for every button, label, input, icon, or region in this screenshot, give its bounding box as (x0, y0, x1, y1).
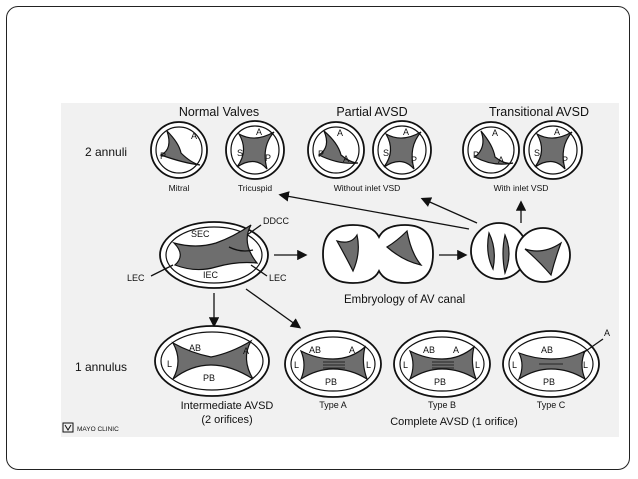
caption-type-a: Type A (319, 400, 347, 410)
partial-tricuspid-leaflet-p: P (411, 155, 417, 165)
transitional-tricuspid-leaflet-s: S (534, 148, 540, 158)
mayo-clinic-logo: MAYO CLINIC (62, 422, 119, 433)
type-a-leaflet-ab: AB (309, 345, 321, 355)
partial-tricuspid-leaflet-s: S (383, 148, 389, 158)
type-b-leaflet-l2: L (475, 360, 480, 370)
intermediate-leaflet-pb: PB (203, 373, 215, 383)
type-b-leaflet-l: L (403, 360, 408, 370)
partial-mitral-leaflet-p: P (318, 149, 324, 159)
type-c-leaflet-pb: PB (543, 377, 555, 387)
partial-mitral-leaflet-a2: A (343, 154, 349, 164)
caption-with-inlet-vsd: With inlet VSD (494, 183, 549, 193)
type-b-leaflet-pb: PB (434, 377, 446, 387)
transitional-avsd-valves: A P A A S P (462, 120, 583, 180)
row-label-1-annulus: 1 annulus (75, 360, 127, 374)
type-c-leaflet-l2: L (583, 360, 588, 370)
type-b-leaflet-ab: AB (423, 345, 435, 355)
type-c-leaflet-a: A (604, 328, 610, 338)
embryology-stage-2 (322, 224, 434, 284)
intermediate-avsd-valve: AB A L PB (154, 325, 270, 397)
heading-complete-avsd: Complete AVSD (1 orifice) (390, 416, 518, 428)
complete-avsd-type-c: AB L L PB A (502, 328, 610, 398)
heading-intermediate-sub: (2 orifices) (201, 414, 252, 426)
type-a-leaflet-l: L (294, 360, 299, 370)
avsd-diagram: Normal Valves Partial AVSD Transitional … (61, 103, 619, 437)
complete-avsd-type-b: AB A L L PB (393, 330, 491, 398)
tricuspid-leaflet-a: A (256, 127, 262, 137)
mitral-leaflet-p: P (160, 151, 166, 161)
caption-tricuspid: Tricuspid (238, 183, 272, 193)
label-sec: SEC (191, 229, 210, 239)
label-lec-left: LEC (127, 273, 145, 283)
type-a-leaflet-l2: L (366, 360, 371, 370)
transitional-mitral-leaflet-a: A (492, 128, 498, 138)
tricuspid-leaflet-s: S (237, 148, 243, 158)
caption-type-b: Type B (428, 400, 456, 410)
mitral-valve: A P (150, 121, 208, 179)
arrow-to-complete (245, 288, 302, 329)
type-c-leaflet-l: L (512, 360, 517, 370)
heading-normal-valves: Normal Valves (179, 105, 259, 119)
label-lec-right: LEC (269, 273, 287, 283)
heading-embryology: Embryology of AV canal (344, 294, 465, 306)
transitional-mitral-leaflet-p: P (473, 150, 479, 160)
type-b-leaflet-a: A (453, 345, 459, 355)
intermediate-leaflet-a: A (243, 346, 249, 356)
label-ddcc: DDCC (263, 216, 289, 226)
tricuspid-valve: A S P (225, 120, 285, 180)
intermediate-leaflet-l: L (167, 359, 172, 369)
logo-text: MAYO CLINIC (77, 426, 119, 433)
heading-transitional-avsd: Transitional AVSD (489, 105, 589, 119)
type-c-leaflet-ab: AB (541, 345, 553, 355)
mitral-leaflet-a: A (191, 131, 197, 141)
type-a-leaflet-pb: PB (325, 377, 337, 387)
type-a-leaflet-a: A (349, 345, 355, 355)
diagram-canvas: Normal Valves Partial AVSD Transitional … (62, 105, 610, 433)
caption-type-c: Type C (537, 400, 566, 410)
label-iec: IEC (203, 270, 219, 280)
caption-without-inlet-vsd: Without inlet VSD (334, 183, 401, 193)
arrows (208, 191, 527, 329)
caption-mitral: Mitral (169, 183, 190, 193)
tricuspid-leaflet-p: P (265, 153, 271, 163)
embryology-av-canal: SEC IEC DDCC LEC LEC (127, 216, 289, 289)
heading-intermediate-avsd: Intermediate AVSD (181, 400, 274, 412)
arrow-to-partial (420, 197, 478, 224)
intermediate-leaflet-ab: AB (189, 343, 201, 353)
transitional-tricuspid-leaflet-p: P (562, 155, 568, 165)
heading-partial-avsd: Partial AVSD (336, 105, 407, 119)
transitional-tricuspid-leaflet-a: A (554, 127, 560, 137)
embryology-stage-3 (470, 222, 571, 283)
partial-mitral-leaflet-a: A (337, 128, 343, 138)
partial-tricuspid-leaflet-a: A (403, 127, 409, 137)
complete-avsd-type-a: AB A L L PB (284, 330, 382, 398)
row-label-2-annuli: 2 annuli (85, 145, 127, 159)
partial-avsd-valves: A P A A S P (307, 120, 432, 180)
transitional-mitral-leaflet-a2: A (498, 155, 504, 165)
slide-frame: Normal Valves Partial AVSD Transitional … (6, 6, 630, 470)
arrow-to-normal (278, 191, 470, 230)
